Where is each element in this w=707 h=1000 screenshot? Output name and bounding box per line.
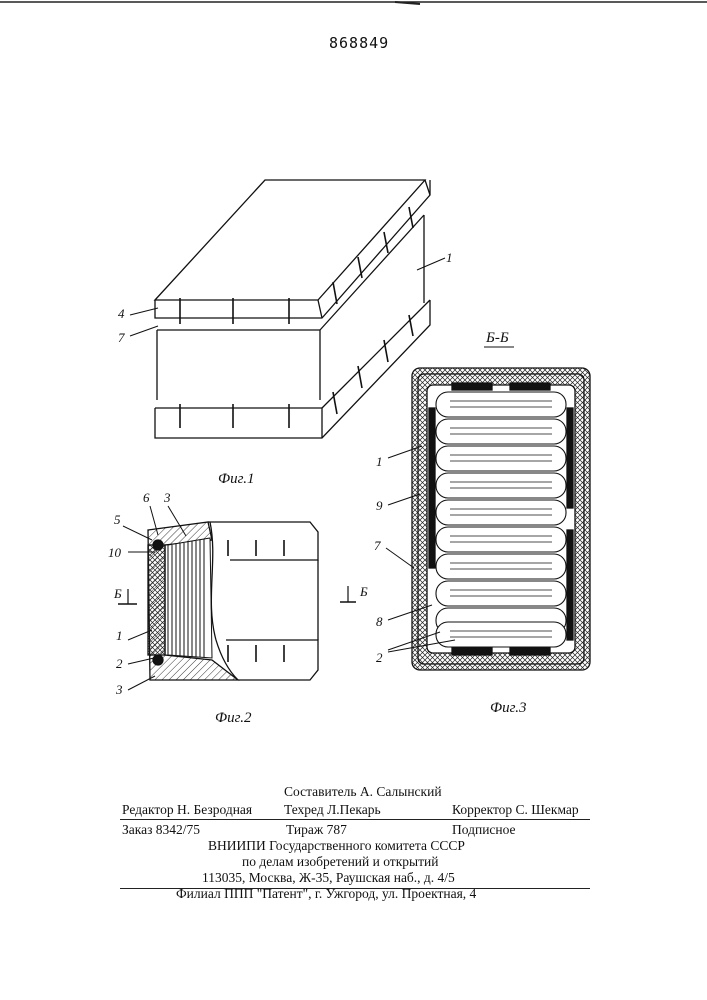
order-line: Заказ 8342/75 [122,822,200,838]
section-mark-right: Б [359,584,368,599]
fig1-callout-4: 4 [118,306,125,321]
fig1-callout-1: 1 [446,250,453,265]
organization-line-1: ВНИИПИ Государственного комитета СССР [208,838,465,854]
imprint-rule-top [120,819,590,820]
fig1-caption: Фиг.1 [218,471,254,487]
section-label: Б-Б [485,330,509,346]
fig2-callout-10: 10 [108,545,122,560]
imprint-block: Составитель А. Салынский Редактор Н. Без… [0,780,707,900]
branch-line: Филиал ППП "Патент", г. Ужгород, ул. Про… [176,886,476,902]
fig2-callout-1: 1 [116,628,123,643]
fig3-callout-7: 7 [374,538,381,553]
section-mark-left: Б [113,586,122,601]
fig3-callout-2: 2 [376,650,383,665]
compiler-line: Составитель А. Салынский [284,784,442,800]
fig2-callout-5: 5 [114,512,121,527]
fig1-callout-7: 7 [118,330,125,345]
fig2-callout-3-bottom: 3 [115,682,123,697]
fig3-callout-8: 8 [376,614,383,629]
fig2-callout-6: 6 [143,490,150,505]
address-line: 113035, Москва, Ж-35, Раушская наб., д. … [202,870,455,886]
fig3-callout-9: 9 [376,498,383,513]
fig2-caption: Фиг.2 [215,710,252,726]
fig3-callout-1: 1 [376,454,383,469]
organization-line-2: по делам изобретений и открытий [242,854,438,870]
fig3-caption: Фиг.3 [490,700,526,716]
editor-line: Редактор Н. Безродная [122,802,252,818]
subscription-line: Подписное [452,822,516,838]
figure-3-drawing [386,368,590,670]
corrector-line: Корректор С. Шекмар [452,802,579,818]
figure-1-drawing [130,180,445,438]
fig2-callout-3-top: 3 [163,490,171,505]
fig2-callout-2: 2 [116,656,123,671]
figure-2-drawing [118,506,356,690]
circulation-line: Тираж 787 [286,822,347,838]
techred-line: Техред Л.Пекарь [284,802,381,818]
